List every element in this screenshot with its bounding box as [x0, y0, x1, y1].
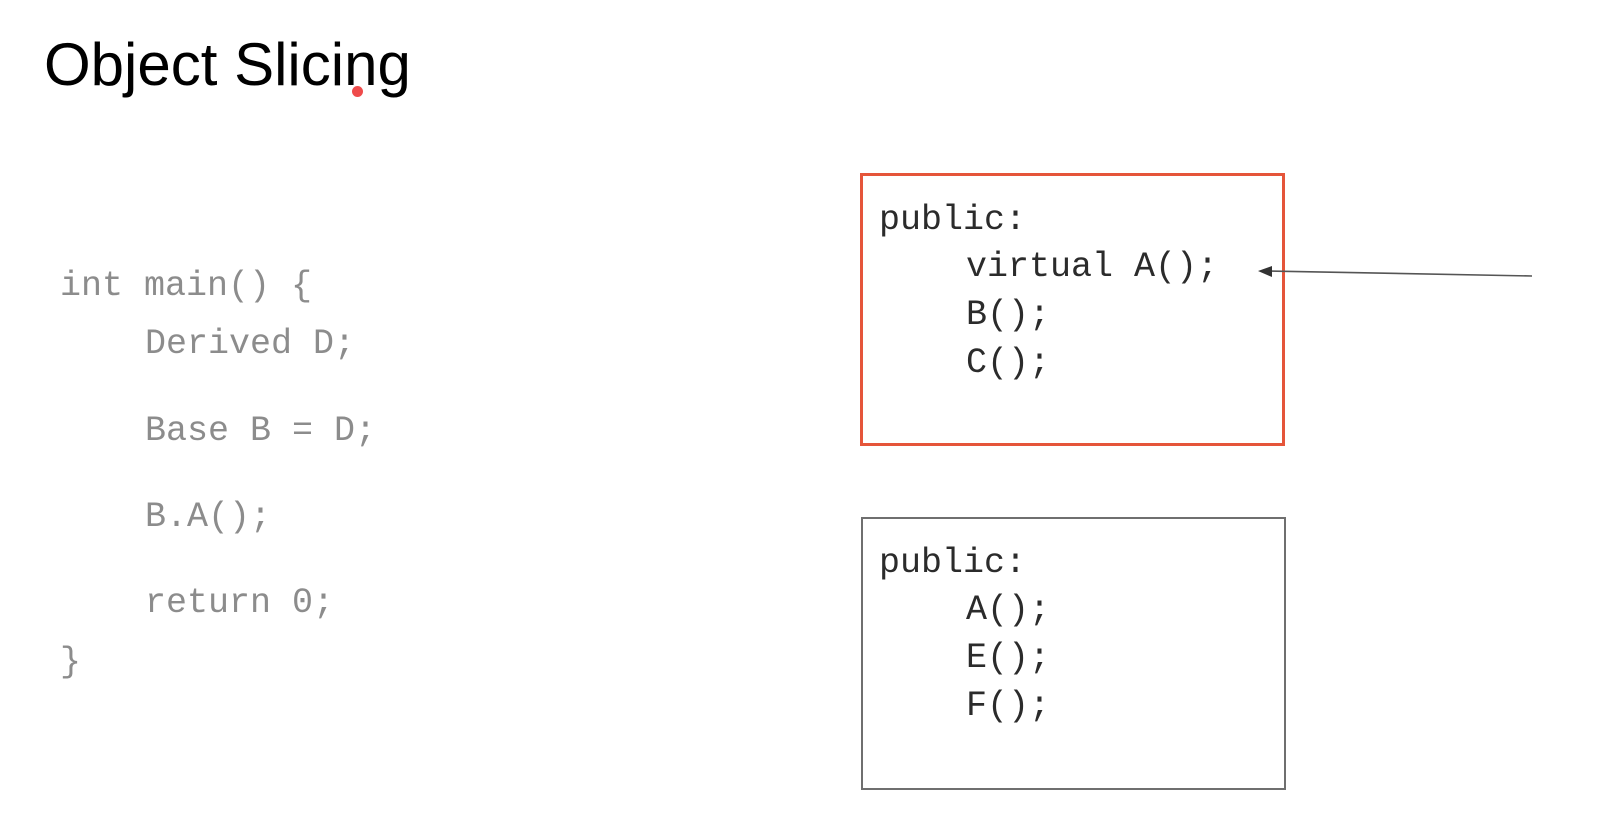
box-method: C(); — [966, 343, 1051, 383]
base-class-box: public: virtual A(); B(); C(); — [860, 173, 1285, 446]
code-line-base-assign: Base B = D; — [145, 411, 377, 451]
code-line-return: return 0; — [145, 583, 335, 623]
code-line-main: int main() { — [60, 266, 313, 306]
slide-title: Object Slicing — [44, 31, 411, 98]
box-header: public: — [879, 200, 1027, 240]
arrow-line — [1267, 270, 1533, 277]
box-method: F(); — [966, 686, 1051, 726]
laser-pointer-dot — [352, 86, 363, 97]
code-line-close-brace: } — [60, 642, 82, 682]
derived-class-box: public: A(); E(); F(); — [861, 517, 1286, 790]
box-header: public: — [879, 543, 1027, 583]
box-method: virtual A(); — [966, 247, 1219, 287]
box-method: B(); — [966, 295, 1051, 335]
code-line-call: B.A(); — [145, 497, 272, 537]
code-line-derived: Derived D; — [145, 324, 356, 364]
box-method: E(); — [966, 638, 1051, 678]
box-method: A(); — [966, 590, 1051, 630]
